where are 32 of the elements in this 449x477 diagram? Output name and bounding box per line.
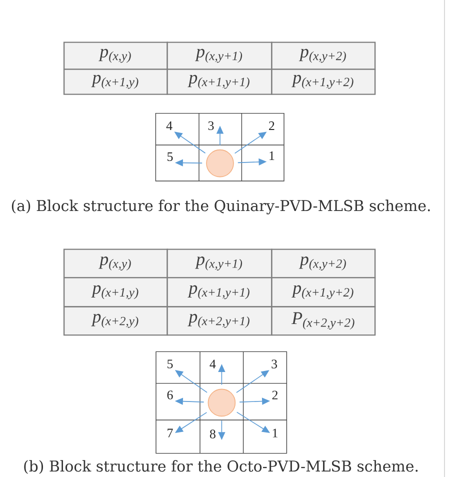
cell-number: 2 [272, 390, 278, 400]
cell-number: 8 [210, 430, 216, 438]
table-cell: p$_{(x+2,y+1)}$ [166, 306, 272, 336]
table-cell: p$_{(x+1,y)}$ [63, 68, 168, 95]
cell-number: 3 [208, 121, 214, 130]
cell-number: 3 [272, 360, 278, 368]
cell-number: 5 [168, 152, 173, 161]
table-cell: P$_{(x+2,y+2)}$ [271, 306, 376, 336]
table-cell: p$_{(x+1,y+1)}$ [166, 277, 272, 308]
table-cell: p$_{(x+1,y+1)}$ [166, 68, 272, 95]
cell-number: 7 [168, 428, 173, 438]
table-cell: p$_{(x+1,y+2)}$ [271, 68, 376, 95]
cell-number: 4 [166, 121, 172, 130]
table-cell: p$_{(x+2,y)}$ [63, 306, 168, 336]
circle [206, 149, 234, 178]
table-cell: p$_{(x,y+1)}$ [166, 42, 272, 70]
cell-number: 4 [210, 360, 216, 368]
table-cell: p$_{(x,y+2)}$ [271, 42, 376, 70]
table-cell: p$_{(x,y+2)}$ [271, 248, 376, 278]
table-cell: p$_{(x,y+1)}$ [166, 248, 272, 278]
cell-number: 1 [272, 428, 278, 438]
table-cell: p$_{(x+1,y+2)}$ [271, 277, 376, 308]
cell-number: 1 [270, 151, 274, 160]
circle [208, 388, 236, 417]
cell-number: 6 [167, 390, 173, 400]
table-cell: p$_{(x,y)}$ [63, 248, 168, 278]
table-cell: p$_{(x+1,y)}$ [63, 277, 168, 308]
caption: (b) Block structure for the Octo-PVD-MLSB scheme. [24, 460, 418, 474]
caption: (a) Block structure for the Quinary-PVD-MLSB scheme. [12, 200, 430, 214]
cell-number: 2 [269, 121, 274, 130]
cell-number: 5 [168, 360, 173, 368]
table-cell: p$_{(x,y)}$ [63, 42, 168, 70]
